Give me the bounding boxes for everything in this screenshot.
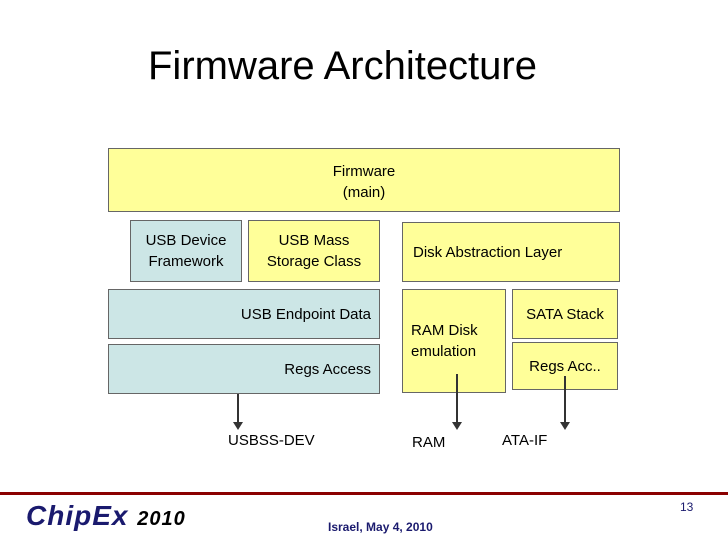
usbss-dev-arrow: [233, 394, 243, 430]
sata-stack-label: SATA Stack: [526, 305, 604, 323]
usbss-dev-label: USBSS-DEV: [228, 432, 315, 449]
footer-rule: [0, 492, 728, 495]
usb-device-framework-line-2: Framework: [148, 253, 224, 270]
usb-mass-storage-line-2: Storage Class: [266, 253, 362, 270]
regs-access-label: Regs Access: [284, 360, 371, 378]
firmware-main-box: Firmware (main): [108, 148, 620, 212]
ram-arrow: [452, 374, 462, 430]
disk-abstraction-layer-label: Disk Abstraction Layer: [413, 243, 563, 261]
usb-device-framework-line-1: USB Device: [145, 232, 227, 249]
ata-if-label: ATA-IF: [502, 432, 548, 449]
firmware-main-line-2: (main): [342, 184, 386, 201]
regs-access-box: Regs Access: [108, 344, 380, 394]
firmware-main-line-1: Firmware: [332, 163, 396, 180]
usb-endpoint-data-box: USB Endpoint Data: [108, 289, 380, 339]
page-number: 13: [680, 500, 694, 514]
footer-event-text: Israel, May 4, 2010: [328, 520, 433, 534]
logo-year: 2010: [137, 508, 186, 530]
chipex-logo: ChipEx 2010: [26, 500, 186, 532]
slide-title: Firmware Architecture: [148, 44, 537, 88]
ram-disk-emulation-box: RAM Disk emulation: [402, 289, 506, 393]
ram-disk-line-2: emulation: [411, 343, 477, 360]
usb-mass-storage-class-box: USB Mass Storage Class: [248, 220, 380, 282]
regs-acc-label: Regs Acc..: [529, 357, 601, 375]
usb-device-framework-box: USB Device Framework: [130, 220, 242, 282]
disk-abstraction-layer-box: Disk Abstraction Layer: [402, 222, 620, 282]
ram-disk-line-1: RAM Disk: [411, 322, 478, 339]
usb-mass-storage-line-1: USB Mass: [278, 232, 350, 249]
ram-label: RAM: [412, 434, 446, 451]
usb-endpoint-data-label: USB Endpoint Data: [240, 305, 371, 323]
ata-if-arrow: [560, 376, 570, 430]
logo-text: ChipEx: [26, 500, 129, 531]
sata-stack-box: SATA Stack: [512, 289, 618, 339]
